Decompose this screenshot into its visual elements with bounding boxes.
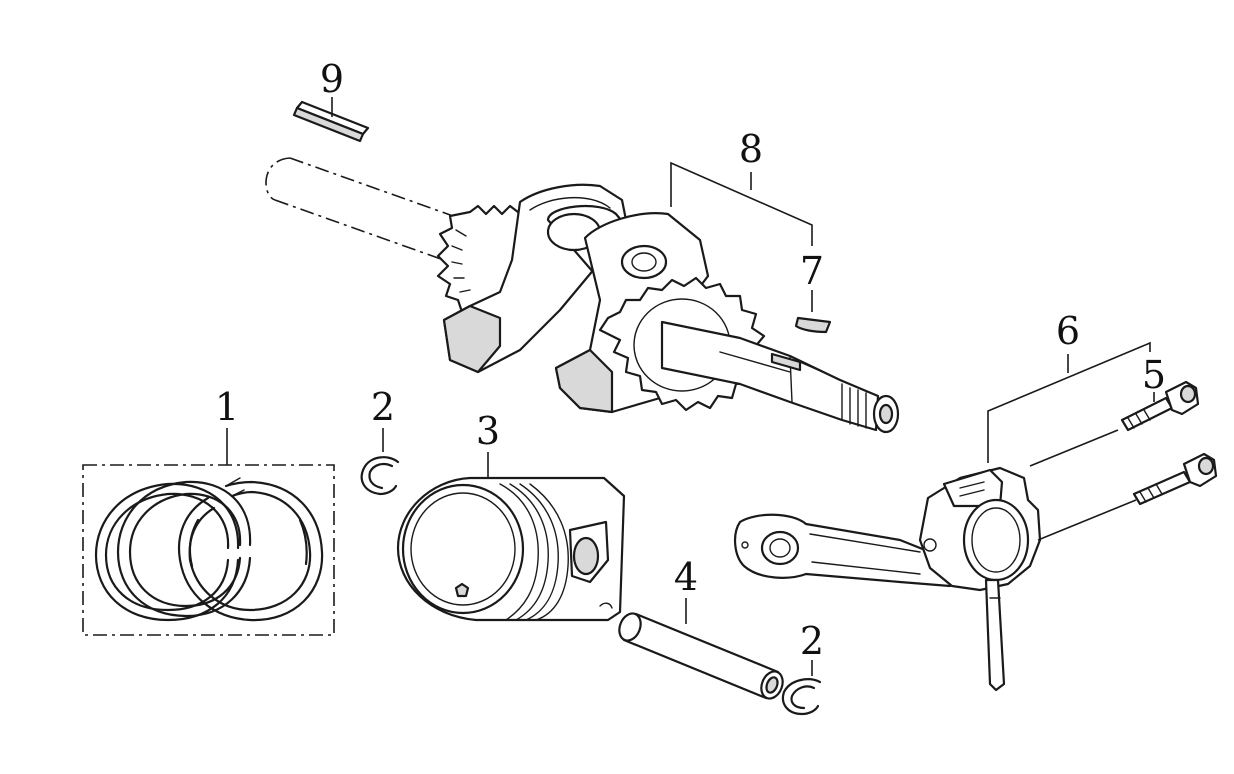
callout-3: 3 [476, 409, 500, 453]
callout-2-right: 2 [800, 619, 824, 663]
callout-9: 9 [320, 57, 344, 101]
part-piston [396, 452, 626, 622]
callout-7: 7 [800, 249, 824, 293]
callout-6: 6 [1056, 309, 1080, 353]
callout-labels: 1 2 3 4 2 5 6 7 8 9 [215, 57, 1166, 663]
callout-4: 4 [674, 555, 698, 599]
part-bolts [1120, 380, 1218, 506]
part-crankshaft [265, 157, 900, 434]
part-circlip-right [781, 660, 822, 716]
part-connecting-rod [734, 341, 1151, 692]
part-piston-rings [82, 428, 335, 636]
callout-8: 8 [739, 127, 763, 171]
part-piston-pin [618, 598, 784, 700]
callout-2-left: 2 [371, 385, 395, 429]
callout-5: 5 [1142, 353, 1166, 397]
part-key [292, 97, 370, 143]
bracket-crankshaft [670, 161, 813, 246]
part-woodruff-key [794, 290, 832, 334]
part-circlip-left [360, 428, 400, 496]
callout-1: 1 [215, 385, 239, 429]
